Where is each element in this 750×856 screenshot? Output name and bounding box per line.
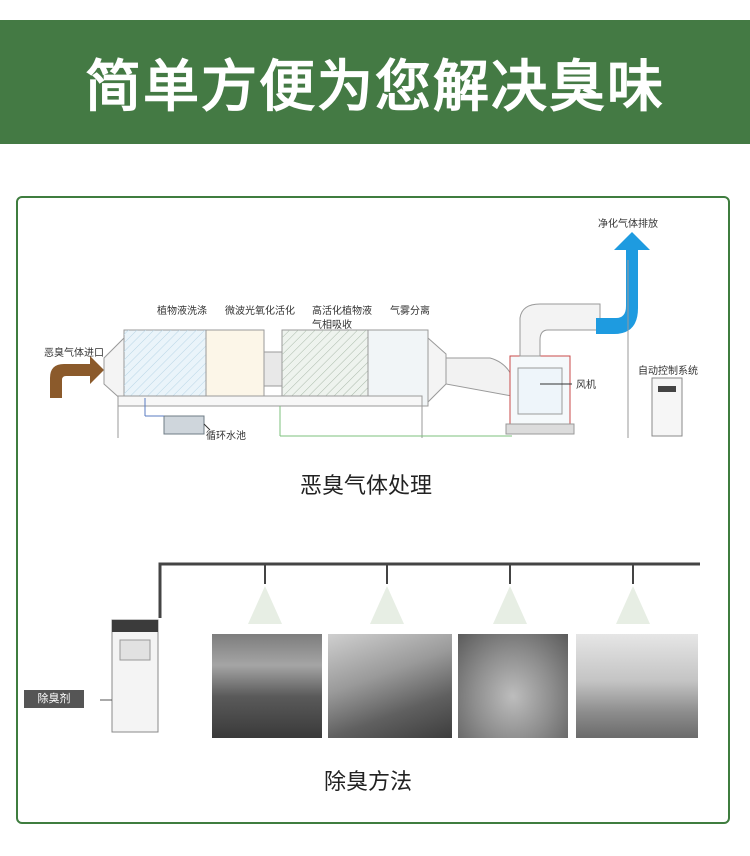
stage-3-label-line2: 气相吸收 (312, 320, 352, 331)
stage-2-label: 微波光氧化活化 (225, 306, 295, 317)
fan-label: 风机 (576, 380, 596, 391)
spray-pipe (158, 562, 700, 618)
deodorant-tag: 除臭剂 (24, 690, 84, 708)
control-system-label: 自动控制系统 (638, 366, 698, 377)
photo-4 (576, 634, 698, 738)
stage-3-label-line1: 高活化植物液 (312, 306, 372, 317)
spray-nozzle (616, 564, 650, 624)
exhaust-arrow-icon (596, 232, 650, 334)
stage-4-label: 气雾分离 (390, 306, 430, 317)
inlet-arrow-icon (50, 356, 104, 398)
photo-2 (328, 634, 452, 738)
photo-1 (212, 634, 322, 738)
base-frame (117, 395, 423, 407)
fan-base (505, 423, 575, 435)
process-caption: 恶臭气体处理 (300, 474, 433, 499)
banner-title: 简单方便为您解决臭味 (85, 54, 665, 120)
method-caption: 除臭方法 (324, 770, 413, 795)
circulation-pool (163, 415, 205, 435)
stage-4-box (367, 329, 429, 407)
spray-nozzle (248, 564, 282, 624)
dosing-cabinet (111, 619, 159, 733)
photo-3 (458, 634, 568, 738)
pool-label: 循环水池 (206, 431, 246, 442)
spray-nozzle (370, 564, 404, 624)
title-banner: 简单方便为您解决臭味 (0, 20, 750, 144)
spray-nozzle (493, 564, 527, 624)
stage-1-label: 植物液洗涤 (157, 306, 207, 317)
exhaust-label: 净化气体排放 (598, 219, 658, 230)
inlet-label: 恶臭气体进口 (44, 348, 104, 359)
